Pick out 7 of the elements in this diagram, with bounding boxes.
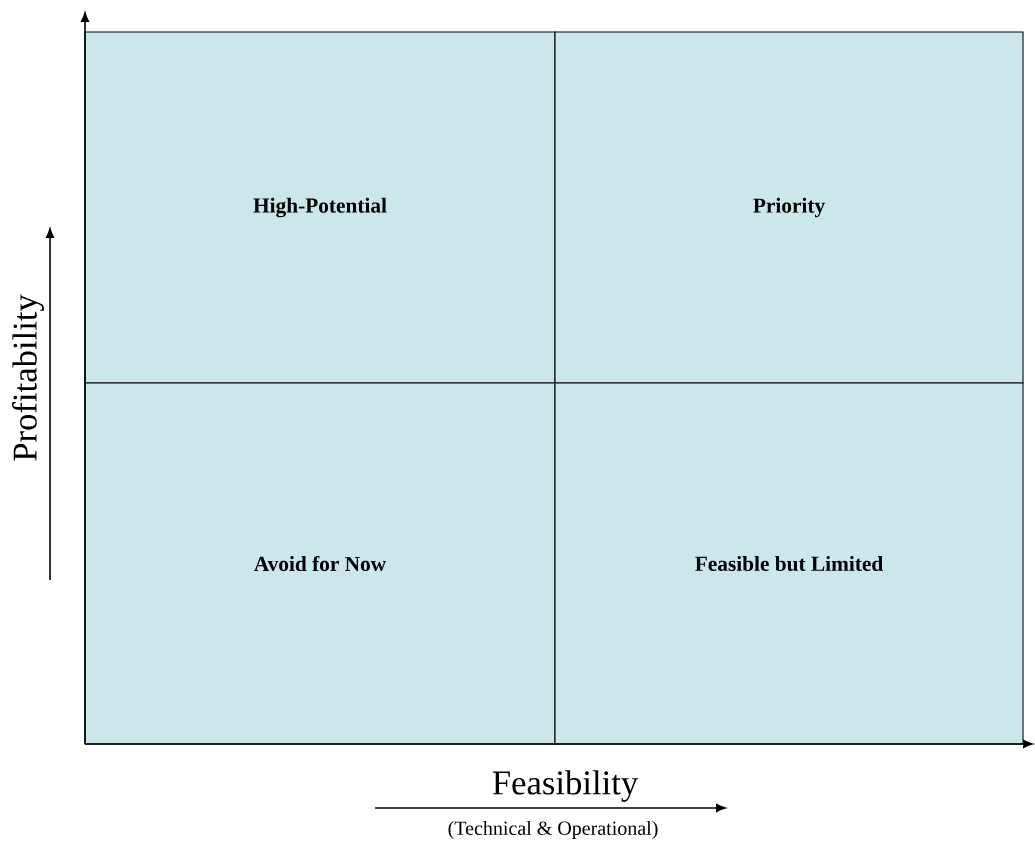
- axis-title: Profitability: [12, 294, 44, 461]
- quadrant-box: Feasible but Limited: [554, 382, 1024, 745]
- quadrant-box: Priority: [554, 31, 1024, 384]
- quadrant-box: High-Potential: [84, 31, 556, 384]
- axis-title: Feasibility: [492, 770, 639, 802]
- axis-subtitle: (Technical & Operational): [448, 820, 658, 840]
- quadrant-box: Avoid for Now: [84, 382, 556, 745]
